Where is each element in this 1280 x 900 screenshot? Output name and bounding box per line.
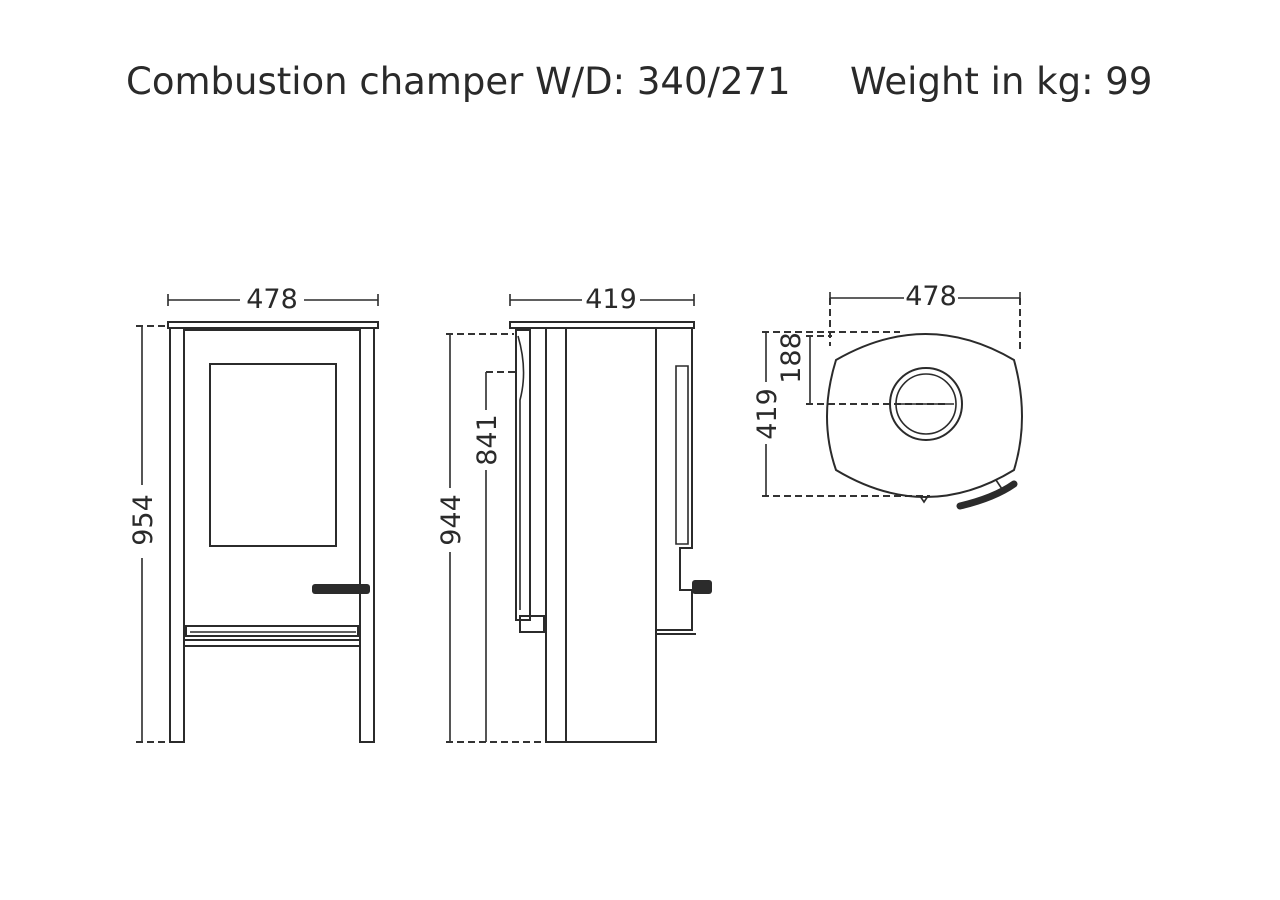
- side-height-dimension: 944: [436, 333, 548, 743]
- top-outlet-offset-label: 188: [776, 332, 807, 384]
- weight-spec: Weight in kg: 99: [850, 60, 1153, 103]
- front-view: 478 954: [128, 284, 379, 743]
- top-width-label: 478: [905, 281, 957, 312]
- side-height-label: 944: [436, 494, 467, 546]
- front-width-label: 478: [246, 284, 298, 315]
- flue-outlet: [889, 367, 963, 441]
- side-view: 419 944 841: [436, 284, 712, 743]
- top-handle: [956, 480, 1018, 510]
- combustion-chamber-spec: Combustion champer W/D: 340/271: [126, 60, 791, 103]
- top-outlet-offset-dimension: 188: [776, 332, 946, 405]
- side-depth-dimension: 419: [509, 284, 695, 315]
- top-depth-label: 419: [752, 388, 783, 440]
- top-width-dimension: 478: [829, 281, 1021, 350]
- top-view: 478 419 188: [752, 281, 1023, 510]
- side-depth-label: 419: [585, 284, 637, 315]
- spec-header: Combustion champer W/D: 340/271 Weight i…: [0, 60, 1280, 110]
- door-handle: [312, 584, 370, 594]
- side-handle: [692, 580, 712, 594]
- front-height-dimension: 954: [128, 325, 166, 743]
- side-outlet-height-label: 841: [472, 414, 503, 466]
- side-outlet-height-dimension: 841: [472, 371, 516, 742]
- front-height-label: 954: [128, 494, 159, 546]
- top-depth-dimension: 419: [752, 331, 930, 497]
- front-width-dimension: 478: [167, 284, 379, 315]
